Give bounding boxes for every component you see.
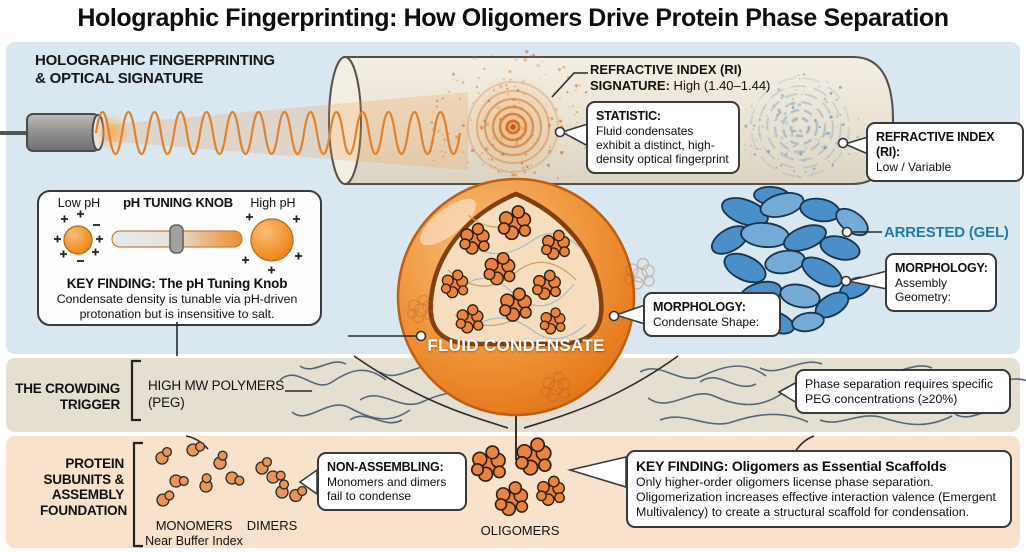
dimers-label: DIMERS <box>246 518 298 533</box>
monomers-sublabel: Near Buffer Index <box>145 534 243 548</box>
ph-key-finding-title: KEY FINDING: The pH Tuning Knob <box>66 276 288 291</box>
oligomer-key-finding-bubble: KEY FINDING: Oligomers as Essential Scaf… <box>626 450 1012 529</box>
fluid-condensate-label: FLUID CONDENSATE <box>427 336 605 355</box>
high-ph-label: High pH <box>250 196 296 210</box>
page-title: Holographic Fingerprinting: How Oligomer… <box>77 4 949 32</box>
monomers-label: MONOMERS <box>155 518 233 533</box>
ri-high-label: REFRACTIVE INDEX (RI) SIGNATURE: High (1… <box>590 62 771 93</box>
peg-concentration-bubble: Phase separation requires specific PEG c… <box>795 369 1011 414</box>
arrested-gel-label: ARRESTED (GEL) <box>884 224 1009 241</box>
ph-tuning-knob-label: pH TUNING KNOB <box>123 195 233 210</box>
crowding-row-label: THE CROWDING TRIGGER <box>15 381 120 412</box>
ri-low-bubble: REFRACTIVE INDEX (RI): Low / Variable <box>866 122 1024 182</box>
oligomers-label: OLIGOMERS <box>480 523 560 538</box>
optical-section-heading: HOLOGRAPHIC FINGERPRINTING & OPTICAL SIG… <box>35 52 275 87</box>
statistic-bubble: STATISTIC: Fluid condensates exhibit a d… <box>586 101 740 175</box>
low-ph-label: Low pH <box>57 196 101 210</box>
high-mw-polymers-label: HIGH MW POLYMERS (PEG) <box>148 378 285 410</box>
ph-key-finding-body: Condensate density is tunable via pH-dri… <box>56 292 298 321</box>
gel-morphology-bubble: MORPHOLOGY: Assembly Geometry: <box>885 253 997 313</box>
protein-row-label: PROTEIN SUBUNITS & ASSEMBLY FOUNDATION <box>40 456 127 518</box>
non-assembling-bubble: NON-ASSEMBLING: Monomers and dimers fail… <box>317 452 467 512</box>
condensate-morphology-bubble: MORPHOLOGY: Condensate Shape: <box>643 292 781 337</box>
